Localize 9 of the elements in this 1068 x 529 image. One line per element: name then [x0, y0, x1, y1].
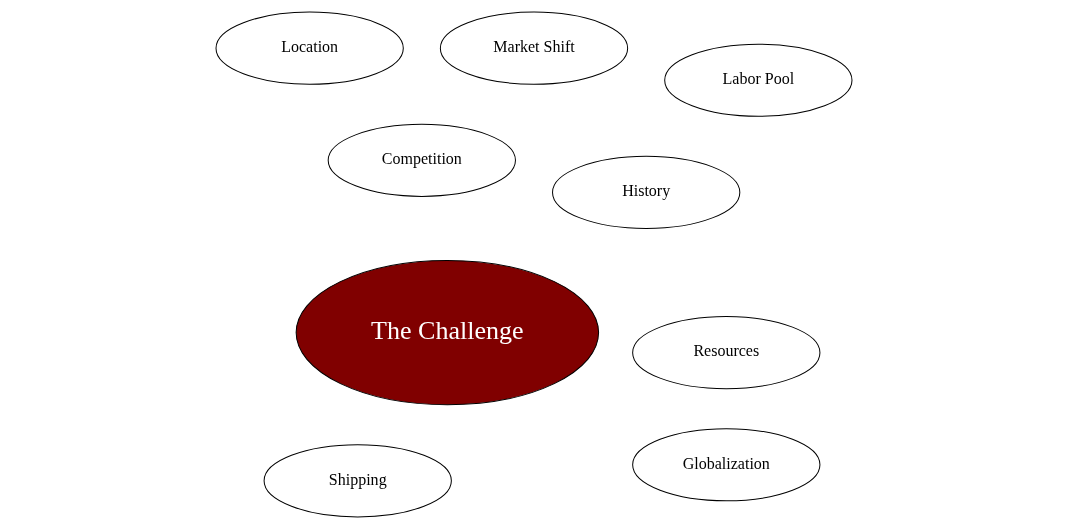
- node-ellipse: Labor Pool: [664, 43, 853, 117]
- node-ellipse: The Challenge: [295, 260, 600, 406]
- node-ellipse: Location: [215, 11, 404, 85]
- node-ellipse: Competition: [327, 123, 516, 197]
- node-ellipse: Market Shift: [439, 11, 629, 85]
- node-ellipse: Globalization: [632, 428, 821, 502]
- node-ellipse: Shipping: [263, 444, 452, 518]
- node-ellipse: History: [552, 155, 741, 229]
- node-ellipse: Resources: [632, 316, 821, 390]
